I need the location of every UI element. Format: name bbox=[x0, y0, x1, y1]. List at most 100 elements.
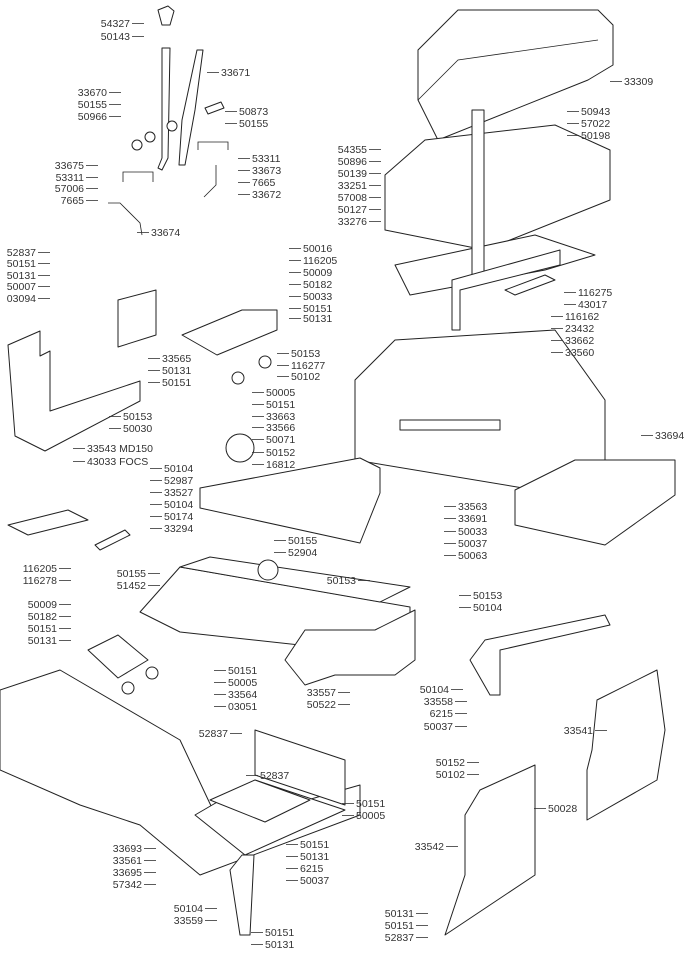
part-label: 50966 bbox=[78, 111, 107, 123]
part-label: 7665 bbox=[61, 195, 85, 207]
part-label: 33672 bbox=[252, 189, 281, 201]
link-33294 bbox=[94, 529, 131, 551]
arm-33558 bbox=[469, 614, 611, 696]
part-label: 33543 MD150 bbox=[87, 443, 153, 455]
part-label: 54327 bbox=[101, 18, 130, 30]
channel-33566 bbox=[199, 457, 381, 544]
part-label: 33671 bbox=[221, 67, 250, 79]
part-label: 33694 bbox=[655, 430, 684, 442]
part-label: 50152 bbox=[266, 447, 295, 459]
part-label: 50037 bbox=[300, 875, 329, 887]
part-label: 50104 bbox=[420, 684, 449, 696]
part-label: 50151 bbox=[385, 920, 414, 932]
roller-116277 bbox=[258, 355, 272, 369]
part-label: 57006 bbox=[55, 183, 84, 195]
part-label: 50139 bbox=[338, 168, 367, 180]
part-label: 50131 bbox=[265, 939, 294, 951]
beam-top bbox=[179, 556, 411, 603]
part-label: 50063 bbox=[458, 550, 487, 562]
line-art bbox=[0, 5, 676, 936]
part-label: 50005 bbox=[266, 387, 295, 399]
part-label: 116205 bbox=[303, 255, 337, 267]
pedal-33527 bbox=[7, 509, 89, 536]
part-label: 54355 bbox=[338, 144, 367, 156]
nut-50966 bbox=[131, 139, 143, 151]
part-label: 50153 bbox=[123, 411, 152, 423]
plate-33695 bbox=[209, 779, 311, 823]
part-label: 03051 bbox=[228, 701, 257, 713]
part-label: 50151 bbox=[303, 303, 332, 315]
part-label: 50037 bbox=[424, 721, 453, 733]
part-label: 33542 bbox=[415, 841, 444, 853]
part-label: 52837 bbox=[7, 247, 36, 259]
lever-33671 bbox=[178, 49, 204, 166]
hood-33560 bbox=[354, 329, 606, 491]
seat-post bbox=[471, 109, 485, 281]
part-label: 33559 bbox=[174, 915, 203, 927]
roller-a bbox=[121, 681, 135, 695]
disc-33663 bbox=[225, 433, 255, 463]
panel-upright bbox=[254, 729, 346, 806]
part-label: 50155 bbox=[239, 118, 268, 130]
part-label: 50131 bbox=[162, 365, 191, 377]
part-label: 51452 bbox=[117, 580, 146, 592]
floor-panel-33694 bbox=[514, 459, 676, 546]
part-label: 50522 bbox=[307, 699, 336, 711]
washer-50155 bbox=[144, 131, 156, 143]
part-label: 33558 bbox=[424, 696, 453, 708]
guard-33541 bbox=[586, 669, 666, 821]
footrest-33543 bbox=[7, 330, 141, 452]
part-label: 50030 bbox=[123, 423, 152, 435]
seat-back bbox=[417, 9, 614, 141]
part-label: 116205 bbox=[23, 563, 57, 575]
part-label: 33566 bbox=[266, 422, 295, 434]
part-label: 50127 bbox=[338, 204, 367, 216]
part-label: 50009 bbox=[28, 599, 57, 611]
part-label: 33561 bbox=[113, 855, 142, 867]
part-label: 50182 bbox=[303, 279, 332, 291]
part-label: 50037 bbox=[458, 538, 487, 550]
part-label: 33276 bbox=[338, 216, 367, 228]
part-label: 50155 bbox=[78, 99, 107, 111]
part-label: 50104 bbox=[473, 602, 502, 614]
seat-cushion bbox=[384, 124, 611, 251]
housing-33557 bbox=[284, 609, 416, 686]
part-label: 50028 bbox=[548, 803, 577, 815]
part-label: 33557 bbox=[307, 687, 336, 699]
part-label: 33564 bbox=[228, 689, 257, 701]
bracket-23432 bbox=[399, 419, 501, 431]
part-label: 50155 bbox=[117, 568, 146, 580]
part-label: 33674 bbox=[151, 227, 180, 239]
part-label: 50102 bbox=[291, 371, 320, 383]
part-label: 50131 bbox=[385, 908, 414, 920]
rod-33674 bbox=[108, 202, 143, 236]
part-label: 33662 bbox=[565, 335, 594, 347]
part-label: 50104 bbox=[164, 463, 193, 475]
plate-33565 bbox=[117, 289, 157, 348]
part-label: 52987 bbox=[164, 475, 193, 487]
part-label: 50151 bbox=[356, 798, 385, 810]
part-label: 53311 bbox=[252, 153, 281, 165]
washer-50155b bbox=[166, 120, 178, 132]
part-label: 52837 bbox=[199, 728, 228, 740]
part-label: 50151 bbox=[266, 399, 295, 411]
part-label: 116277 bbox=[291, 360, 325, 372]
part-label: 53311 bbox=[56, 172, 85, 184]
seat-bracket bbox=[451, 249, 561, 331]
part-label: 43033 FOCS bbox=[87, 456, 148, 468]
part-label: 23432 bbox=[565, 323, 594, 335]
part-label: 50104 bbox=[174, 903, 203, 915]
part-label: 50943 bbox=[581, 106, 610, 118]
shift-knob bbox=[157, 5, 175, 26]
bracket-50016-group bbox=[181, 309, 278, 356]
part-label: 7665 bbox=[252, 177, 276, 189]
part-label: 50151 bbox=[28, 623, 57, 635]
part-label: 16812 bbox=[266, 459, 295, 471]
bolt-50873 bbox=[204, 101, 225, 115]
part-label: 50005 bbox=[228, 677, 257, 689]
part-label: 50182 bbox=[28, 611, 57, 623]
part-label: 50151 bbox=[228, 665, 257, 677]
bracket-116205-group bbox=[87, 634, 149, 679]
roller-50102 bbox=[231, 371, 245, 385]
